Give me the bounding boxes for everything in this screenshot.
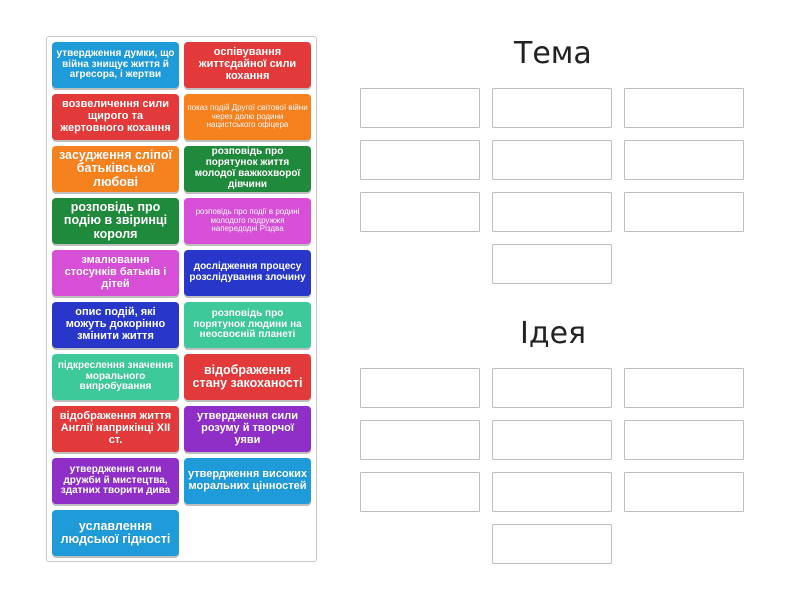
answer-card-text: возвеличення сили щирого та жертовного к… [60,98,171,134]
topic-drop-slot[interactable] [624,140,744,180]
answer-card-text: розповідь про порятунок життя молодої ва… [194,146,301,190]
answer-card-text: оспівування життєдайної сили кохання [198,46,297,82]
answer-card-text: утвердження думки, що війна знищує життя… [56,47,175,81]
answer-card[interactable]: відображення життя Англії наприкінці XII… [52,406,179,452]
idea-drop-slot[interactable] [360,368,480,408]
answer-card[interactable]: підкреслення значення морального випробу… [52,354,179,400]
idea-drop-slot[interactable] [624,368,744,408]
idea-drop-slot[interactable] [492,472,612,512]
answer-card[interactable]: засудження сліпої батьківської любові [52,146,179,192]
topic-drop-slot[interactable] [624,88,744,128]
group-title-idea: Ідея [520,316,587,351]
answer-card[interactable]: розповідь про порятунок людини на неосво… [184,302,311,348]
topic-drop-slot[interactable] [492,140,612,180]
answer-card-text: розповідь про подію в звіринці короля [63,199,168,241]
answer-card-text: утвердження високих моральних цінностей [187,468,308,492]
answer-card[interactable]: відображення стану закоханості [184,354,311,400]
answer-card[interactable]: утвердження думки, що війна знищує життя… [52,42,179,88]
answer-card[interactable]: розповідь про порятунок життя молодої ва… [184,146,311,192]
answer-card[interactable]: розповідь про подію в звіринці короля [52,198,179,244]
answer-card[interactable]: возвеличення сили щирого та жертовного к… [52,94,179,140]
topic-drop-slot[interactable] [492,192,612,232]
answer-card-text: опис подій, які можуть докорінно змінити… [65,306,166,342]
idea-drop-slot[interactable] [492,524,612,564]
answer-card-text: розповідь про події в родині молодого по… [195,207,300,234]
topic-drop-slot[interactable] [492,244,612,284]
answer-card-text: підкреслення значення морального випробу… [57,359,174,393]
answer-card[interactable]: утвердження сили дружби й мистецтва, зда… [52,458,179,504]
idea-drop-slot[interactable] [624,420,744,460]
topic-drop-slot[interactable] [624,192,744,232]
answer-card-text: показ подій Другої світової війни через … [187,103,308,130]
topic-drop-slot[interactable] [360,140,480,180]
answer-card[interactable]: оспівування життєдайної сили кохання [184,42,311,88]
answer-card-text: уславлення людської гідності [60,518,171,546]
card-pool: утвердження думки, що війна знищує життя… [46,36,317,562]
answer-card-text: розповідь про порятунок людини на неосво… [193,307,302,341]
idea-drop-slot[interactable] [360,472,480,512]
idea-drop-slot[interactable] [492,420,612,460]
answer-card[interactable]: опис подій, які можуть докорінно змінити… [52,302,179,348]
answer-card-text: дослідження процесу розслідування злочин… [189,261,306,283]
answer-card[interactable]: уславлення людської гідності [52,510,179,556]
answer-card[interactable]: утвердження сили розуму й творчої уяви [184,406,311,452]
answer-card-text: відображення стану закоханості [192,362,303,390]
idea-drop-slot[interactable] [624,472,744,512]
answer-card-text: утвердження сили розуму й творчої уяви [197,410,298,446]
answer-card-text: відображення життя Англії наприкінці XII… [59,410,172,446]
answer-card[interactable]: утвердження високих моральних цінностей [184,458,311,504]
answer-card[interactable]: показ подій Другої світової війни через … [184,94,311,140]
answer-card[interactable]: дослідження процесу розслідування злочин… [184,250,311,296]
topic-drop-slot[interactable] [360,192,480,232]
answer-card-text: утвердження сили дружби й мистецтва, зда… [60,463,171,497]
idea-drop-slot[interactable] [360,420,480,460]
answer-card[interactable]: змалювання стосунків батьків і дітей [52,250,179,296]
topic-drop-slot[interactable] [360,88,480,128]
answer-card-text: засудження сліпої батьківської любові [58,147,173,189]
answer-card-text: змалювання стосунків батьків і дітей [64,254,167,290]
answer-card[interactable]: розповідь про події в родині молодого по… [184,198,311,244]
group-title-topic: Тема [514,36,592,71]
topic-drop-slot[interactable] [492,88,612,128]
idea-drop-slot[interactable] [492,368,612,408]
